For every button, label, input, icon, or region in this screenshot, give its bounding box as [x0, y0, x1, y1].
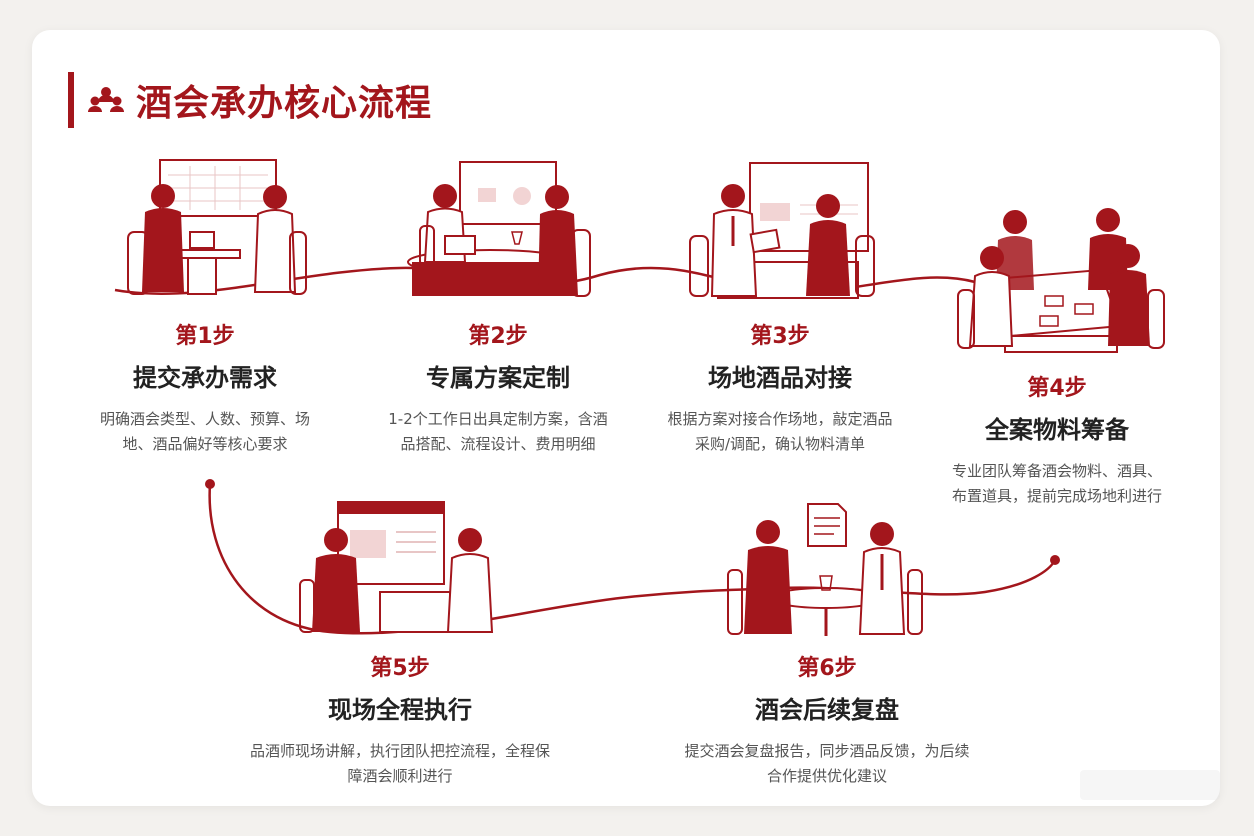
page-title: 酒会承办核心流程 — [136, 83, 433, 124]
step-label: 第5步 — [370, 656, 430, 681]
flow-line-bottom — [208, 483, 1057, 635]
illustration-step-4 — [957, 208, 1165, 353]
step-desc: 品酒师现场讲解，执行团队把控流程，全程保障酒会顺利进行 — [250, 742, 551, 785]
watermark — [1080, 770, 1220, 800]
people-group-icon — [88, 87, 124, 112]
step-5: 第5步 现场全程执行 品酒师现场讲解，执行团队把控流程，全程保障酒会顺利进行 — [250, 650, 550, 789]
step-title: 专属方案定制 — [426, 364, 570, 392]
step-title: 酒会后续复盘 — [755, 696, 899, 724]
step-3: 第3步 场地酒品对接 根据方案对接合作场地，敲定酒品采购/调配，确认物料清单 — [664, 318, 896, 457]
illustration-step-2 — [407, 161, 591, 297]
step-label: 第4步 — [1027, 376, 1087, 401]
step-label: 第1步 — [175, 324, 235, 349]
step-label: 第3步 — [750, 324, 810, 349]
step-1: 第1步 提交承办需求 明确酒会类型、人数、预算、场地、酒品偏好等核心要求 — [90, 318, 320, 457]
step-label: 第2步 — [468, 324, 528, 349]
step-title: 全案物料筹备 — [985, 416, 1129, 444]
illustration-step-1 — [127, 159, 307, 295]
step-desc: 明确酒会类型、人数、预算、场地、酒品偏好等核心要求 — [99, 410, 310, 453]
step-desc: 1-2个工作日出具定制方案，含酒品搭配、流程设计、费用明细 — [388, 410, 608, 453]
step-4: 第4步 全案物料筹备 专业团队筹备酒会物料、酒具、布置道具，提前完成场地利进行 — [952, 370, 1162, 509]
step-desc: 提交酒会复盘报告，同步酒品反馈，为后续合作提供优化建议 — [684, 742, 970, 785]
illustration-step-3 — [689, 162, 875, 299]
step-title: 现场全程执行 — [328, 696, 472, 724]
step-desc: 专业团队筹备酒会物料、酒具、布置道具，提前完成场地利进行 — [952, 462, 1163, 505]
flow-dot-end — [1050, 555, 1060, 565]
step-title: 提交承办需求 — [133, 364, 277, 392]
step-desc: 根据方案对接合作场地，敲定酒品采购/调配，确认物料清单 — [667, 410, 893, 453]
step-6: 第6步 酒会后续复盘 提交酒会复盘报告，同步酒品反馈，为后续合作提供优化建议 — [682, 650, 972, 789]
flow-dot-start — [205, 479, 215, 489]
illustration-step-6 — [727, 503, 923, 636]
title-accent-bar — [68, 72, 74, 128]
step-title: 场地酒品对接 — [708, 364, 852, 392]
illustration-step-5 — [299, 501, 494, 633]
step-2: 第2步 专属方案定制 1-2个工作日出具定制方案，含酒品搭配、流程设计、费用明细 — [383, 318, 613, 457]
step-label: 第6步 — [797, 656, 857, 681]
